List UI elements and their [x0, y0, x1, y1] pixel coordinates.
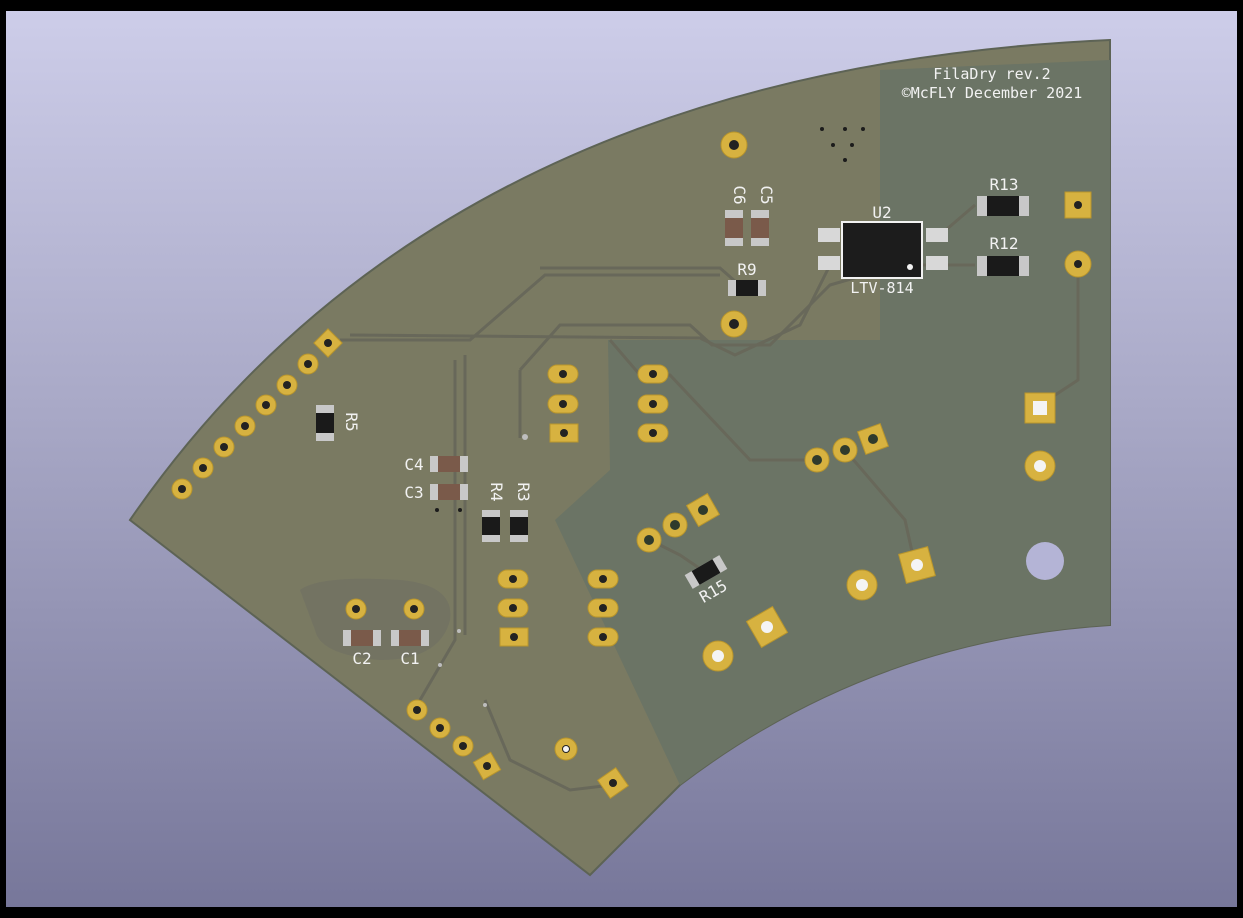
pcb-render: FilaDry rev.2 ©McFLY December 2021 [128, 38, 1111, 877]
label-u2: U2 [872, 203, 891, 222]
pcb-3d-viewport[interactable]: FilaDry rev.2 ©McFLY December 2021 [6, 11, 1237, 907]
label-r12: R12 [990, 234, 1019, 253]
small-vias [435, 434, 528, 707]
label-c6: C6 [730, 185, 749, 204]
label-c1: C1 [400, 649, 419, 668]
smd-resistors [316, 196, 1029, 589]
smd-capacitors [343, 210, 769, 646]
label-r5: R5 [342, 412, 361, 431]
label-c4: C4 [404, 455, 423, 474]
label-c5: C5 [757, 185, 776, 204]
label-r4: R4 [487, 482, 506, 501]
label-r9: R9 [737, 260, 756, 279]
label-r13: R13 [990, 175, 1019, 194]
label-r3: R3 [514, 482, 533, 501]
label-c2: C2 [352, 649, 371, 668]
u2-optocoupler [818, 221, 948, 279]
board-copyright: ©McFLY December 2021 [902, 84, 1083, 102]
label-u2-value: LTV-814 [850, 279, 913, 297]
mounting-hole [1026, 542, 1064, 580]
via-cluster-top [820, 127, 865, 162]
label-c3: C3 [404, 483, 423, 502]
board-title: FilaDry rev.2 [933, 65, 1050, 83]
tht-pads [171, 131, 1092, 800]
